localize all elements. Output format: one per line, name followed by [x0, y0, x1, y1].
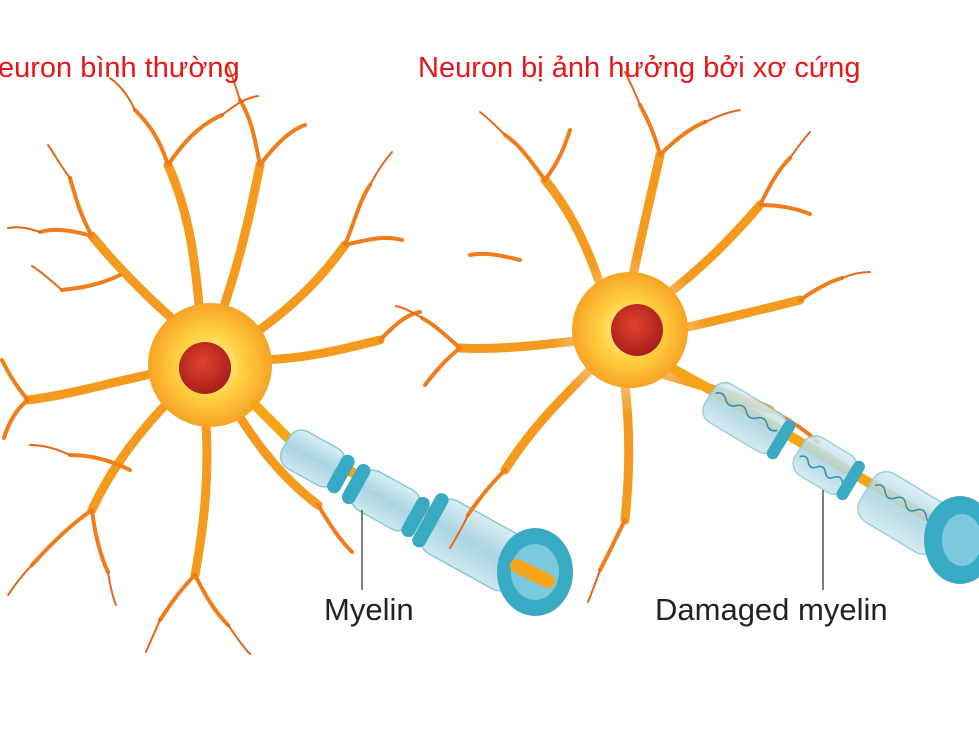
affected-nucleus — [611, 304, 663, 356]
normal-neuron — [0, 64, 573, 655]
myelin-label: Myelin — [324, 592, 414, 627]
damaged-myelin-sheaths — [702, 381, 979, 584]
normal-nucleus — [179, 342, 231, 394]
normal-neuron-title: euron bình thường — [0, 52, 240, 84]
affected-neuron — [395, 71, 979, 603]
normal-dendrites — [0, 64, 422, 655]
normal-myelin-sheaths — [279, 429, 573, 616]
affected-neuron-title: Neuron bị ảnh hưởng bởi xơ cứng — [418, 52, 861, 84]
damaged-myelin-label: Damaged myelin — [655, 592, 888, 627]
